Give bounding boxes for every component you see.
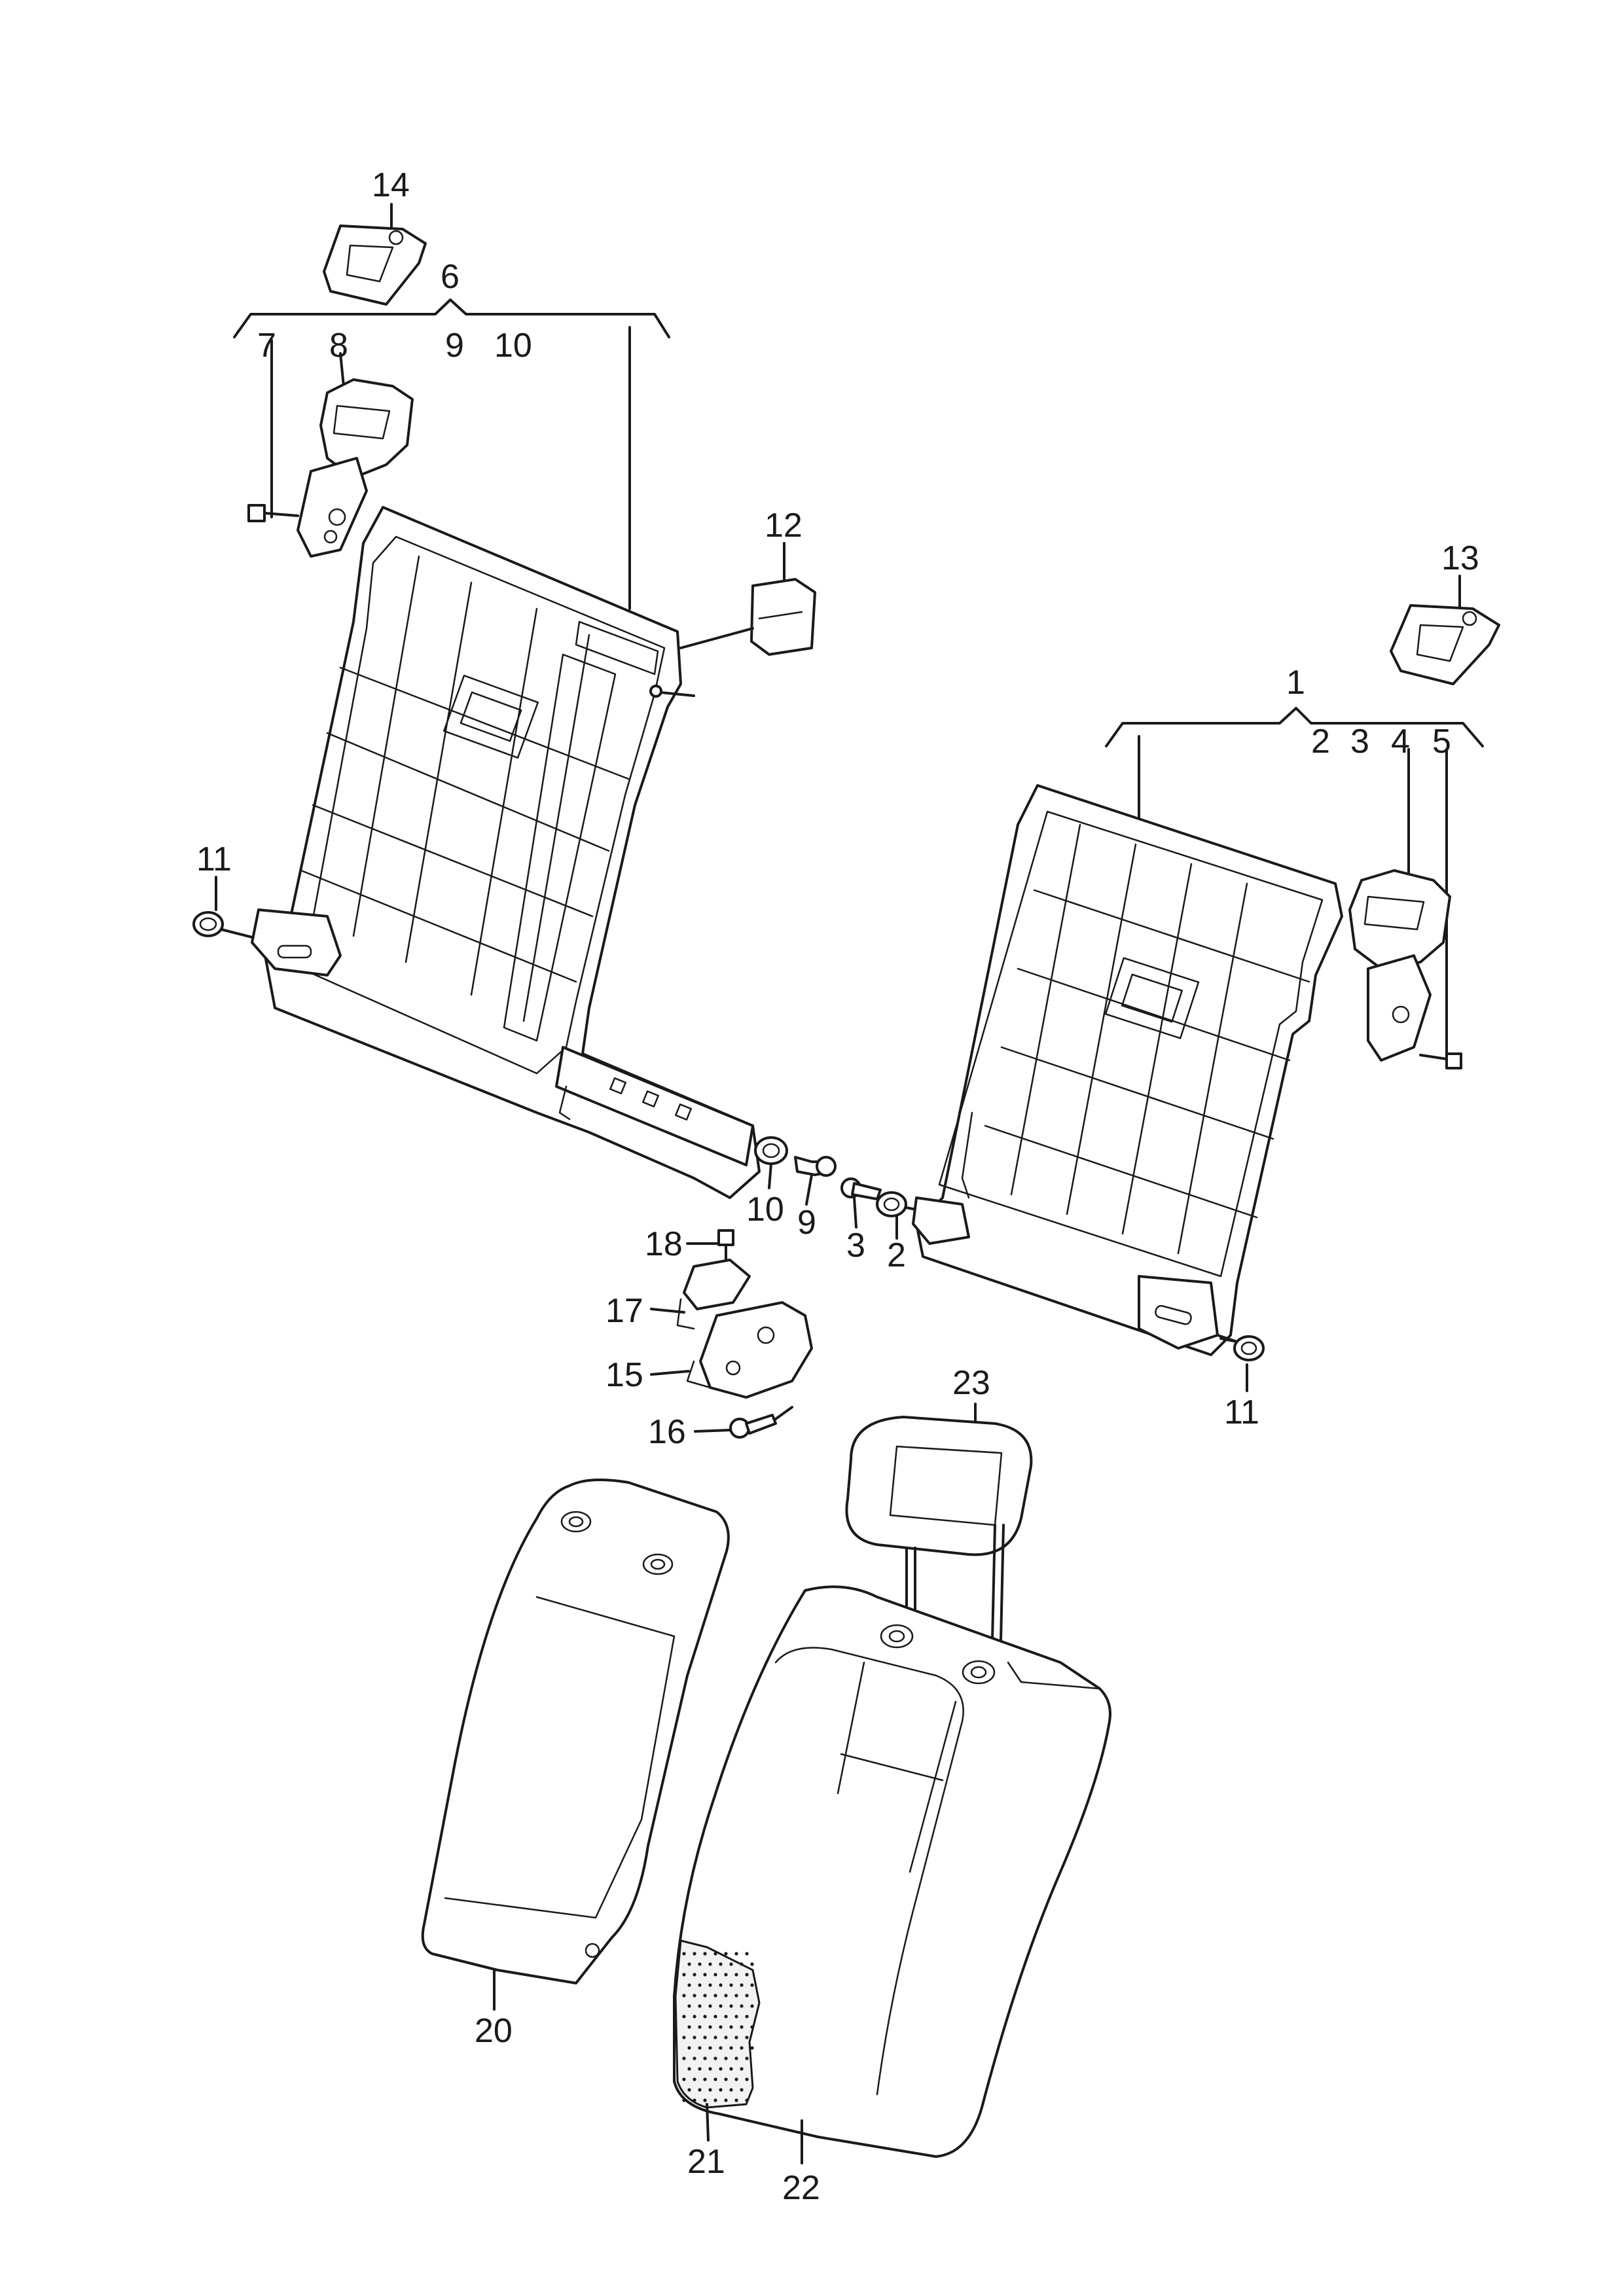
part-16-bolt <box>694 1406 793 1439</box>
callout-10: 10 <box>494 327 532 365</box>
callout-1: 1 <box>1286 664 1305 702</box>
callout-16: 16 <box>648 1413 686 1451</box>
part-3-bolt <box>840 1177 882 1229</box>
callout-8: 8 <box>329 327 348 365</box>
part-13-cover <box>1390 575 1500 685</box>
part-22-backrest-cover <box>673 1585 1111 2164</box>
callout-4: 4 <box>1391 723 1410 761</box>
callout-20: 20 <box>475 2012 513 2050</box>
callout-15: 15 <box>605 1356 643 1394</box>
part-8-hinge-bracket <box>297 352 414 558</box>
part-12-clip <box>679 542 816 656</box>
part-15-latch <box>650 1301 813 1399</box>
callout-5: 5 <box>1432 723 1451 761</box>
part-10-bushing <box>754 1136 788 1189</box>
part-17-bracket <box>650 1259 751 1330</box>
callout-2: 2 <box>1311 723 1330 761</box>
callout-7: 7 <box>257 327 276 365</box>
callout-18: 18 <box>645 1225 683 1263</box>
callout-21: 21 <box>687 2143 725 2181</box>
part-2-bushing <box>876 1191 931 1240</box>
part-4-hinge-bracket <box>1348 748 1451 1062</box>
callout-2-lower: 2 <box>887 1236 906 1274</box>
callout-11-left: 11 <box>196 840 232 878</box>
callout-22: 22 <box>782 2169 820 2207</box>
part-21-padding-pattern <box>674 1939 761 2142</box>
part-18-screw <box>686 1229 734 1271</box>
dotted-fabric-texture <box>682 1952 754 2102</box>
right-backrest-frame <box>912 784 1343 1356</box>
callout-11-right: 11 <box>1224 1393 1259 1431</box>
part-11-left-grommet <box>192 876 253 939</box>
callout-9: 9 <box>445 327 464 365</box>
callout-3: 3 <box>1350 723 1369 761</box>
part-9-bolt <box>794 1156 837 1206</box>
callout-9-lower: 9 <box>797 1204 816 1242</box>
part-7-bolt <box>247 339 299 522</box>
callout-12: 12 <box>765 507 803 545</box>
part-14-cover <box>323 203 427 306</box>
callout-17: 17 <box>605 1292 643 1330</box>
callout-10-lower: 10 <box>746 1191 784 1229</box>
part-20-cover-panel <box>421 1479 730 2011</box>
callout-3-lower: 3 <box>846 1227 865 1265</box>
callout-6: 6 <box>441 258 460 296</box>
left-backrest-frame <box>251 506 761 1199</box>
callout-14: 14 <box>372 166 410 204</box>
part-5-bolt <box>1419 1052 1462 1069</box>
callout-23: 23 <box>952 1364 990 1402</box>
part-11-right-grommet <box>1219 1335 1265 1392</box>
callout-13: 13 <box>1441 539 1479 577</box>
